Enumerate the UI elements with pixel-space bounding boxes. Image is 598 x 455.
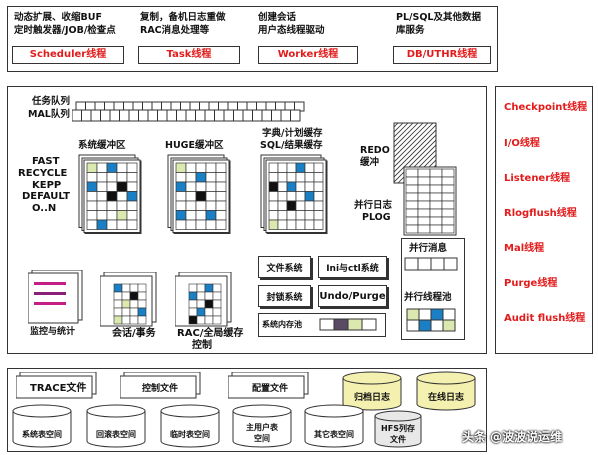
db-desc-line1: PL/SQL及其他数据 (396, 12, 481, 23)
parallel-msg-label: 并行消息 (409, 243, 448, 254)
watermark: 头条 @波波说运维 (462, 430, 563, 444)
mal-queue-label: MAL队列 (28, 109, 70, 120)
hfs-label-2: 文件 (390, 435, 406, 444)
trace-file-stack (16, 372, 97, 399)
lock-system-box: 封锁系统 (258, 285, 311, 307)
rac-cache-label-2: 控制 (192, 340, 212, 351)
buffer-type-fast: FAST (32, 156, 60, 167)
rac-cache-label-1: RAC/全局缓存 (177, 328, 244, 339)
purge-thread: Purge线程 (504, 278, 558, 289)
archive-log-cylinder: 归档日志 (342, 371, 402, 411)
db-uthr-thread-box: DB/UTHR线程 (393, 46, 491, 64)
sys-buffer-grid (78, 154, 142, 234)
monitor-stats-stack (28, 270, 83, 324)
session-tx-label: 会话/事务 (112, 328, 156, 339)
control-file-stack (120, 372, 201, 399)
other-ts-cylinder: 其它表空间 (304, 404, 364, 448)
file-system-box: 文件系统 (258, 256, 311, 278)
config-file-stack (228, 372, 309, 399)
plog-label-1: 并行日志 (354, 200, 393, 211)
dict-cache-grid (260, 154, 328, 234)
undo-purge-box: Undo/Purge (318, 285, 387, 307)
audit-flush-thread: Audit flush线程 (504, 313, 586, 324)
temp-ts-label: 临时表空间 (170, 430, 210, 439)
trace-file-label: TRACE文件 (30, 383, 87, 394)
temp-ts-cylinder: 临时表空间 (160, 404, 220, 448)
huge-buffer-title: HUGE缓冲区 (165, 140, 224, 151)
session-tx-stack (100, 272, 157, 327)
listener-thread: Listener线程 (504, 173, 571, 184)
other-ts-label: 其它表空间 (314, 430, 354, 439)
system-ts-cylinder: 系统表空间 (12, 404, 72, 448)
main-user-ts-cylinder: 主用户表 空间 (232, 404, 292, 448)
task-desc-line2: RAC消息处理等 (140, 25, 210, 36)
scheduler-desc-line1: 动态扩展、收缩BUF (14, 12, 102, 23)
hfs-label-1: HFS列存 (381, 424, 415, 433)
plog-label-2: PLOG (362, 212, 391, 223)
redo-label-1: REDO (360, 145, 390, 156)
buffer-type-on: O..N (32, 203, 57, 214)
worker-thread-box: Worker线程 (258, 46, 358, 64)
sys-mem-pool-label: 系统内存池 (262, 320, 302, 329)
task-thread-box: Task线程 (138, 46, 240, 64)
huge-buffer-grid (167, 154, 231, 234)
parallel-pool-cells (406, 308, 456, 332)
main-user-ts-label-2: 空间 (254, 434, 270, 443)
buffer-type-kepp: KEPP (32, 180, 62, 191)
queue-cells (72, 101, 305, 122)
scheduler-thread-box: Scheduler线程 (12, 46, 124, 64)
checkpoint-thread: Checkpoint线程 (504, 102, 588, 113)
parallel-pool-label: 并行线程池 (404, 292, 452, 303)
rollback-ts-label: 回滚表空间 (96, 430, 136, 439)
worker-desc-line2: 用户态线程驱动 (258, 25, 325, 36)
scheduler-desc-line2: 定时触发器/JOB/检查点 (14, 25, 116, 36)
control-file-label: 控制文件 (142, 384, 179, 394)
task-desc-line1: 复制，备机日志重做 (140, 12, 226, 23)
redo-label-2: 缓冲 (360, 157, 380, 168)
background-thread-panel (495, 86, 593, 354)
archive-log-label: 归档日志 (353, 393, 390, 403)
plog-grid (403, 166, 457, 236)
hfs-cylinder: HFS列存 文件 (374, 410, 422, 450)
rlogflush-thread: Rlogflush线程 (504, 208, 577, 219)
ini-ctl-box: Ini与ctl系统 (318, 256, 387, 278)
online-log-label: 在线日志 (427, 393, 464, 403)
monitor-stats-label: 监控与统计 (30, 327, 76, 337)
system-ts-label: 系统表空间 (22, 430, 62, 439)
main-user-ts-label-1: 主用户表 (246, 423, 278, 432)
online-log-cylinder: 在线日志 (416, 371, 476, 411)
config-file-label: 配置文件 (252, 384, 289, 394)
dict-cache-label-2: SQL/结果缓存 (260, 140, 323, 151)
rac-cache-stack (175, 272, 232, 327)
db-desc-line2: 库服务 (396, 25, 425, 36)
task-queue-label: 任务队列 (32, 96, 71, 107)
buffer-type-default: DEFAULT (22, 191, 70, 202)
sys-buffer-title: 系统缓冲区 (78, 140, 126, 151)
rollback-ts-cylinder: 回滚表空间 (86, 404, 146, 448)
mal-thread: Mal线程 (504, 243, 545, 254)
worker-desc-line1: 创建会话 (258, 12, 297, 23)
parallel-msg-cells (404, 257, 458, 271)
dict-cache-label-1: 字典/计划缓存 (262, 128, 323, 139)
io-thread: I/O线程 (504, 138, 540, 149)
buffer-type-recycle: RECYCLE (18, 168, 68, 179)
sys-mem-pool-cells (319, 318, 377, 331)
